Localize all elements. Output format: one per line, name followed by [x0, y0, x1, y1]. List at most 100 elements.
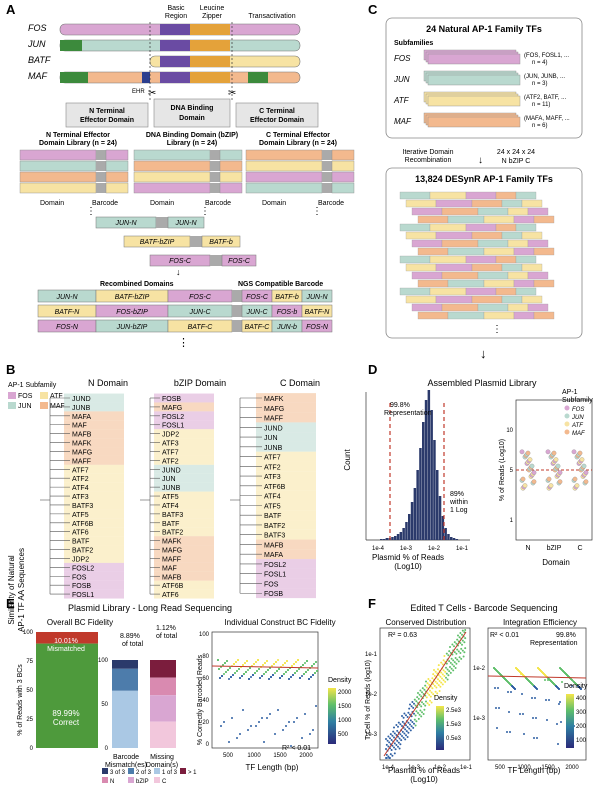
recombined-label: JUN-N: [306, 294, 329, 301]
leaf-label: BATF: [264, 513, 281, 520]
scatter-point: [448, 650, 451, 653]
scatter-point: [276, 670, 278, 672]
leaf-shade: [154, 589, 214, 599]
tf-label: FOS: [28, 23, 47, 33]
leaf-shade: [64, 509, 124, 519]
desynr-segment: [471, 231, 503, 240]
scatter-point: [534, 686, 536, 688]
library-barcode: [219, 182, 243, 194]
ehr-label: EHR: [132, 89, 145, 95]
desynr-segment: [527, 303, 549, 312]
barcode-label-c: Barcode: [318, 200, 344, 207]
leaf-shade: [154, 509, 214, 519]
f-xlabel-a-1: Plasmid % of Reads: [388, 766, 460, 775]
hist-bar: [419, 448, 422, 540]
legend-swatch: [154, 768, 160, 774]
leaf-label: MAFB: [264, 542, 284, 549]
leaf-label: FOSL2: [264, 562, 286, 569]
domain-label-n: Domain: [40, 200, 64, 207]
subfamily-count: n = 6): [532, 123, 548, 129]
scatter-point: [422, 712, 425, 715]
x-tick: 500: [495, 765, 506, 771]
recombined-label: BATF-N: [305, 309, 331, 316]
scatter-point: [447, 674, 450, 677]
scatter-point: [414, 714, 417, 717]
desynr-segment: [405, 263, 437, 272]
f-xlabel-a-2: (Log10): [410, 775, 438, 784]
d-title: Assembled Plasmid Library: [427, 378, 537, 388]
desynr-segment: [521, 199, 543, 208]
y-tick: 60: [202, 676, 209, 682]
recombined-label: BATF-N: [55, 309, 81, 316]
scatter-point: [457, 634, 459, 637]
scatter-point: [401, 735, 403, 737]
scatter-point: [415, 700, 418, 703]
density-bar: [328, 688, 336, 744]
library-barcode: [331, 171, 355, 183]
scatter-point: [530, 682, 532, 684]
scatter-point: [238, 668, 240, 670]
scatter-point: [261, 675, 263, 677]
scatter-point: [387, 755, 390, 758]
leaf-shade: [154, 491, 214, 501]
scatter-point: [232, 674, 234, 676]
scatter-point: [413, 722, 415, 725]
scatter-point: [408, 727, 411, 730]
desynr-segment: [441, 271, 479, 280]
leaf-label: ATF2: [72, 476, 89, 483]
strip-point: [577, 450, 583, 456]
leaf-label: JUN: [162, 476, 176, 483]
inset-segment: [150, 677, 176, 696]
d-within-3: 1 Log: [450, 507, 468, 514]
scatter-point: [254, 672, 256, 674]
y-tick: 40: [202, 698, 209, 704]
inset-y-tick: 0: [105, 746, 109, 752]
scatter-point: [422, 702, 425, 705]
scatter-point: [304, 662, 306, 664]
scatter-point: [445, 666, 447, 669]
inset-segment: [150, 721, 176, 748]
scatter-point: [277, 659, 279, 661]
scatter-point: [548, 699, 550, 701]
scatter-point: [534, 697, 536, 699]
scatter-point: [397, 741, 400, 744]
scatter-point: [414, 704, 417, 707]
hist-bar: [399, 532, 403, 540]
scatter-point: [397, 721, 400, 724]
recombined-label: BATF-C: [245, 324, 271, 331]
leaf-label: JUND: [264, 425, 283, 432]
barcode-label-n: Barcode: [92, 200, 118, 207]
scatter-point: [449, 661, 452, 664]
fit-line: [383, 631, 467, 757]
panel-d-letter: D: [368, 362, 377, 377]
strip-point: [555, 463, 561, 469]
scatter-point: [231, 717, 233, 719]
library-barcode-spacer: [96, 161, 106, 171]
library-barcode: [331, 182, 355, 194]
library-domain: [19, 182, 97, 194]
e-scatter-ylabel: % Correctly Barcoded Reads: [197, 654, 204, 745]
e-xlab-b-1: Missing: [150, 754, 174, 761]
leaf-shade: [154, 455, 214, 465]
e-ylabel: % of Reads with 3 BCs: [17, 664, 24, 736]
scatter-point: [430, 691, 433, 694]
jun-n-barcode-label: JUN-N: [175, 220, 198, 227]
subfamily-rows: FOS(FOS, FOSL1, ...n = 4)JUN(JUN, JUNB, …: [393, 49, 570, 129]
ellipsis-icon: ⋮: [492, 324, 502, 335]
leaf-shade: [154, 571, 214, 581]
density-tick: 1.5e3: [446, 722, 462, 728]
scatter-point: [272, 674, 274, 676]
scatter-point: [407, 731, 410, 734]
scatter-point: [270, 676, 272, 678]
fos-c-label: FOS-C: [169, 258, 192, 265]
scatter-point: [441, 683, 444, 686]
desynr-segment: [521, 263, 543, 272]
leaf-label: MAFB: [162, 574, 182, 581]
desynr-segment: [471, 295, 503, 304]
leaf-label: JDP2: [162, 432, 179, 439]
desynr-segment: [501, 295, 523, 304]
desynr-segment: [501, 231, 523, 240]
scatter-point: [398, 737, 401, 740]
legend-swatch: [102, 777, 108, 783]
